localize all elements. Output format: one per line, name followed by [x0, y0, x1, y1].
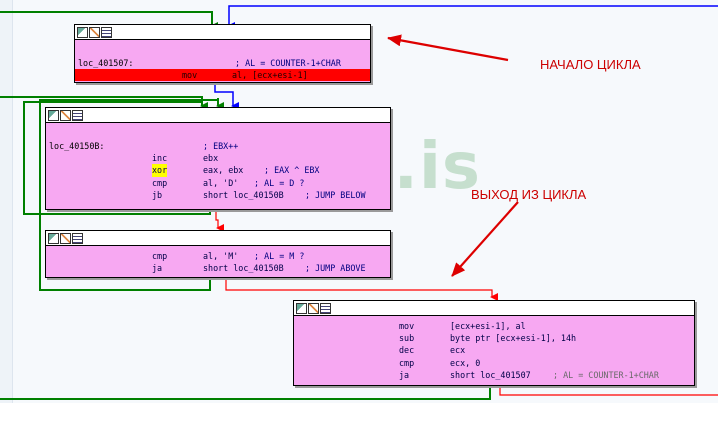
code-mnemonic: cmp: [152, 177, 168, 188]
code-line[interactable]: cmp al, 'D' ; AL = D ?: [46, 177, 390, 189]
code-operands: short loc_40150B: [203, 263, 284, 274]
annotation-loop-start: НАЧАЛО ЦИКЛА: [540, 57, 641, 72]
edit-icon[interactable]: [60, 109, 71, 121]
edge-block3-to-block4: [225, 277, 498, 301]
node-code: loc_401507: ; AL = COUNTER-1+CHAR mov al…: [75, 40, 370, 82]
node-header: [75, 25, 370, 40]
graph-node-loop-tail[interactable]: mov [ecx+esi-1], al sub byte ptr [ecx+es…: [293, 300, 695, 386]
node-code: cmp al, 'M' ; AL = M ? ja short loc_4015…: [46, 246, 390, 274]
edge-entry-blue: [227, 5, 718, 30]
node-header: [46, 231, 390, 246]
listing-icon[interactable]: [72, 232, 83, 244]
code-line[interactable]: ja short loc_40150B ; JUMP ABOVE: [46, 262, 390, 274]
code-comment: ; JUMP ABOVE: [305, 263, 366, 274]
edge-block1-to-block2: [214, 82, 239, 110]
graph-edges: [0, 5, 718, 400]
graph-icon[interactable]: [296, 302, 307, 314]
code-operands: ebx: [203, 153, 219, 164]
code-operands: al, 'D': [203, 177, 239, 188]
edge-loop-back-green: [0, 11, 218, 30]
code-comment: ; AL = COUNTER-1+CHAR: [235, 58, 341, 68]
code-label[interactable]: loc_40150B:: [49, 141, 105, 151]
code-mnemonic: cmp: [152, 251, 168, 261]
code-mnemonic: ja: [399, 369, 410, 380]
graph-node-cmp-m[interactable]: cmp al, 'M' ; AL = M ? ja short loc_4015…: [45, 230, 391, 278]
code-mnemonic: sub: [399, 333, 415, 344]
code-line[interactable]: cmp ecx, 0: [294, 357, 694, 369]
code-line[interactable]: jb short loc_40150B ; JUMP BELOW: [46, 189, 390, 201]
code-line[interactable]: dec ecx: [294, 344, 694, 356]
annotation-arrow-loop-start: [387, 34, 509, 62]
code-mnemonic: inc: [152, 153, 168, 164]
code-mnemonic-highlighted: xor: [152, 164, 168, 177]
code-line[interactable]: inc ebx: [46, 152, 390, 164]
listing-icon[interactable]: [320, 302, 331, 314]
code-line[interactable]: cmp al, 'M' ; AL = M ?: [46, 250, 390, 262]
code-line-selected[interactable]: mov al, [ecx+esi-1]: [75, 69, 370, 82]
node-header: [294, 301, 694, 316]
code-mnemonic: ja: [152, 263, 163, 274]
code-operands: byte ptr [ecx+esi-1], 14h: [450, 333, 577, 344]
code-operands: ecx: [450, 345, 466, 356]
code-mnemonic: mov: [399, 321, 415, 331]
node-code: loc_40150B: ; EBX++ inc ebx xor eax, ebx…: [46, 123, 390, 201]
code-line[interactable]: mov [ecx+esi-1], al: [294, 320, 694, 332]
graph-icon[interactable]: [48, 232, 59, 244]
annotation-arrow-loop-exit: [451, 201, 519, 277]
listing-icon[interactable]: [72, 109, 83, 121]
code-operands: [ecx+esi-1], al: [450, 321, 526, 331]
code-line[interactable]: sub byte ptr [ecx+esi-1], 14h: [294, 332, 694, 344]
edge-block4-exit-red: [499, 385, 718, 396]
code-operands: al, [ecx+esi-1]: [232, 70, 308, 81]
code-line[interactable]: xor eax, ebx ; EAX ^ EBX: [46, 164, 390, 177]
edit-icon[interactable]: [89, 26, 100, 38]
code-operands: short loc_401507: [450, 369, 531, 380]
code-operands: short loc_40150B: [203, 189, 284, 200]
edit-icon[interactable]: [308, 302, 319, 314]
edge-block4-exit-green: [0, 385, 491, 400]
graph-icon[interactable]: [48, 109, 59, 121]
code-mnemonic: cmp: [399, 357, 415, 368]
code-label[interactable]: loc_401507:: [78, 58, 134, 68]
code-comment: ; EBX++: [203, 141, 239, 151]
graph-node-loc-40150b[interactable]: loc_40150B: ; EBX++ inc ebx xor eax, ebx…: [45, 107, 391, 210]
graph-node-loc-401507[interactable]: loc_401507: ; AL = COUNTER-1+CHAR mov al…: [74, 24, 371, 83]
listing-icon[interactable]: [101, 26, 112, 38]
code-mnemonic: dec: [399, 345, 415, 356]
code-mnemonic: mov: [182, 70, 198, 81]
code-line-label[interactable]: loc_40150B: ; EBX++: [46, 140, 390, 152]
code-line[interactable]: ja short loc_401507 ; AL = COUNTER-1+CHA…: [294, 369, 694, 381]
code-comment: ; JUMP BELOW: [305, 189, 366, 200]
code-comment: ; AL = M ?: [254, 251, 305, 261]
code-comment: ; AL = COUNTER-1+CHAR: [553, 369, 659, 380]
graph-icon[interactable]: [77, 26, 88, 38]
annotation-loop-exit: ВЫХОД ИЗ ЦИКЛА: [471, 187, 587, 202]
edit-icon[interactable]: [60, 232, 71, 244]
code-operands: eax, ebx: [203, 165, 244, 176]
node-code: mov [ecx+esi-1], al sub byte ptr [ecx+es…: [294, 316, 694, 381]
code-operands: ecx, 0: [450, 357, 481, 368]
code-comment: ; AL = D ?: [254, 177, 305, 188]
code-operands: al, 'M': [203, 251, 239, 261]
code-comment: ; EAX ^ EBX: [264, 165, 320, 176]
node-header: [46, 108, 390, 123]
code-mnemonic: jb: [152, 189, 163, 200]
edge-block2-to-block3: [215, 208, 224, 232]
code-line-label[interactable]: loc_401507: ; AL = COUNTER-1+CHAR: [75, 57, 370, 69]
edge-jb-loop-green: [23, 101, 211, 215]
